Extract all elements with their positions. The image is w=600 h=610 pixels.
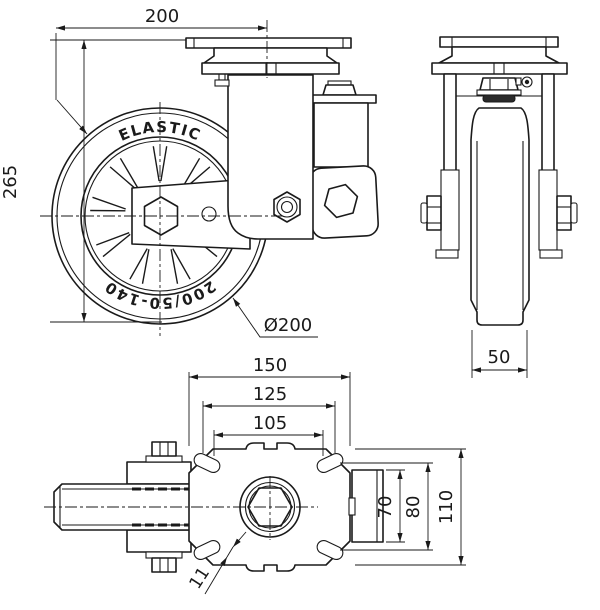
wheel-spoke-line: [102, 233, 131, 258]
spring-housing-body: [313, 102, 369, 168]
bolt-slot-top-right: [316, 452, 344, 474]
spring-housing-tab: [348, 497, 356, 516]
dim-70-label: 70: [375, 496, 396, 519]
fork-foot-left: [435, 249, 459, 259]
axle-tip-right: [570, 202, 578, 224]
swivel-plate-front: [201, 62, 340, 75]
kingpin-seal: [482, 94, 516, 103]
dimensions: 200 265 Ø200 50 150 125 105 11: [0, 6, 528, 595]
axle-nut-right: [556, 195, 572, 231]
grease-stem-side: [515, 77, 522, 86]
swivel-plate-side: [431, 62, 568, 75]
fork-foot-right: [539, 249, 563, 259]
wheel-spoke-line: [119, 157, 139, 189]
axle-washer-right: [538, 169, 558, 251]
side-view: [420, 36, 578, 326]
axle-washer-left: [440, 169, 460, 251]
dim-110-label: 110: [436, 490, 457, 524]
axle-tip-left: [420, 202, 428, 224]
kingpin-washer: [476, 89, 522, 96]
grease-fitting-dot: [524, 79, 530, 85]
plan-view: [44, 441, 384, 573]
dim-50-label: 50: [488, 347, 511, 368]
fork-leg-plan-bottom: [126, 529, 192, 553]
grease-nipple-front: [214, 79, 230, 87]
dim-11-label: 11: [186, 564, 215, 593]
bolt-slot-bottom-left: [193, 539, 221, 561]
wheel-spoke-line: [129, 248, 148, 280]
wheel-spoke-line: [160, 146, 168, 182]
dimline-11-mid: [226, 546, 234, 558]
swivel-bearing-side: [438, 46, 560, 64]
dimline-11-upper: [232, 531, 247, 548]
wheel-spoke-line: [96, 232, 130, 246]
dim-150-label: 150: [253, 355, 287, 376]
fork-leg-plan-top: [126, 461, 192, 485]
axle-bolt-plan-top: [151, 441, 177, 457]
axle-nut-ring: [276, 196, 298, 218]
dim-d200-label: Ø200: [264, 315, 313, 336]
top-plate-front: [185, 37, 352, 49]
bracket-hex-bolt: [323, 183, 359, 219]
bolt-slot-bottom-right: [316, 539, 344, 561]
fork-assembly-front: [131, 72, 379, 250]
mount-plate-front: [185, 37, 352, 75]
axle-washer-plan-top: [145, 455, 183, 463]
dim-80-label: 80: [403, 496, 424, 519]
wheel-spoke-line: [172, 248, 191, 280]
dim-125-label: 125: [253, 384, 287, 405]
axle-bolt-plan-bottom: [151, 557, 177, 573]
mount-plate-side: [431, 36, 568, 75]
wheel-spoke-line: [109, 166, 138, 191]
swivel-bearing-front: [203, 47, 338, 64]
axle-nut-left: [426, 195, 442, 231]
dimline-11-lower: [204, 556, 228, 595]
kingpin-nut: [479, 77, 519, 91]
spring-bolt-head: [322, 84, 357, 96]
leader-d200-upper: [56, 99, 88, 135]
dim-200-label: 200: [145, 6, 179, 27]
front-view: ELASTIC 200/50-140: [40, 20, 379, 336]
tread-profile-side: [470, 107, 530, 326]
axle-nut-core: [280, 200, 294, 214]
wheel-spoke-line: [170, 249, 179, 284]
spring-housing-flange: [307, 94, 377, 104]
wheel-spoke-line: [152, 146, 160, 182]
dim-105-label: 105: [253, 413, 287, 434]
wheel-spoke-line: [141, 249, 150, 284]
wheel-spoke-line: [92, 196, 126, 210]
axle-washer-plan-bottom: [145, 551, 183, 559]
bolt-slot-top-left: [193, 452, 221, 474]
dim-265-label: 265: [0, 165, 21, 199]
arm-hole: [201, 206, 217, 222]
top-plate-side: [439, 36, 559, 48]
spring-housing-plan: [351, 469, 384, 543]
leader-d200-lower: [232, 297, 318, 338]
